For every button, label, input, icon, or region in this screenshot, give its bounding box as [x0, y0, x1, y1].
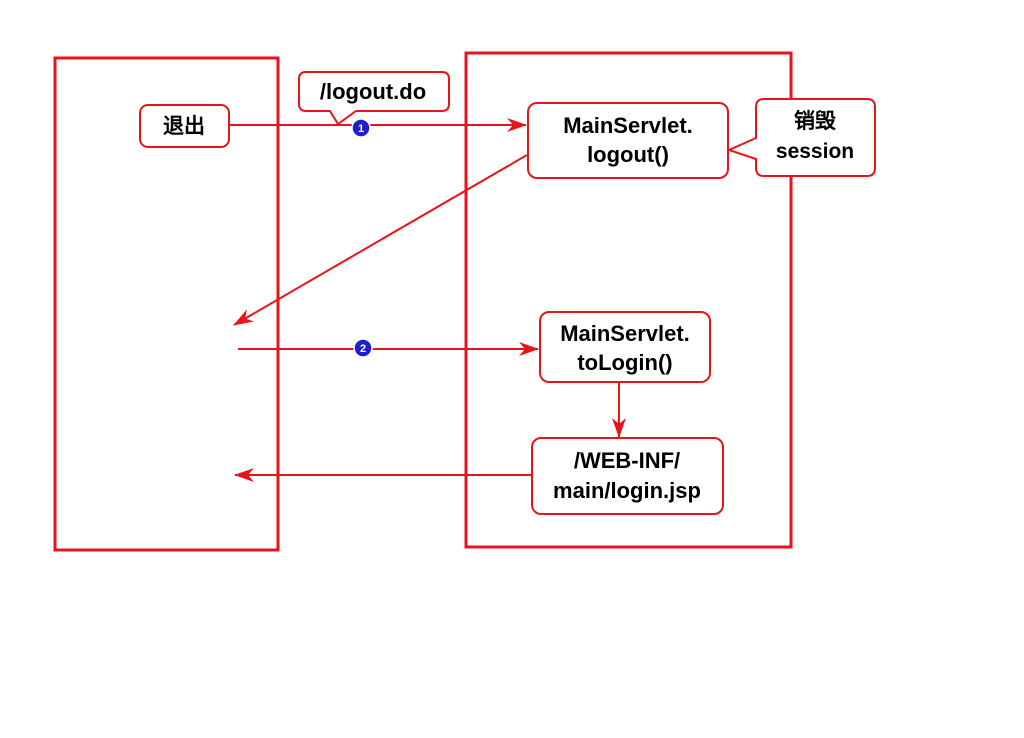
login-page-node: /WEB-INF/ main/login.jsp	[531, 437, 724, 515]
logout-method-line1: MainServlet.	[563, 113, 693, 138]
logout-link-node: 退出	[139, 104, 230, 148]
callout-destroy-session-line1: 销毁	[794, 109, 836, 133]
tologin-method-node: MainServlet. toLogin()	[539, 311, 711, 383]
login-page-line2: main/login.jsp	[553, 478, 701, 503]
logout-method-node: MainServlet. logout()	[527, 102, 729, 179]
login-page-line1: /WEB-INF/	[574, 448, 680, 473]
tologin-method-line1: MainServlet.	[560, 321, 690, 346]
callout-destroy-session-line2: session	[776, 140, 854, 163]
tologin-method-line2: toLogin()	[577, 350, 672, 375]
step-badge-2: 2	[353, 338, 373, 358]
callout-request-url-text: /logout.do	[320, 79, 426, 104]
arrow-redirect-response	[233, 154, 528, 326]
logout-method-line2: logout()	[587, 142, 669, 167]
browser-panel	[53, 56, 280, 552]
step-badge-2-number: 2	[360, 343, 366, 355]
callout-request-url: /logout.do	[298, 71, 450, 126]
server-panel	[464, 51, 793, 549]
step-badge-1-number: 1	[358, 123, 364, 135]
step-badge-1: 1	[351, 118, 371, 138]
logout-link-label: 退出	[163, 115, 205, 138]
callout-destroy-session: 销毁 session	[726, 98, 876, 177]
